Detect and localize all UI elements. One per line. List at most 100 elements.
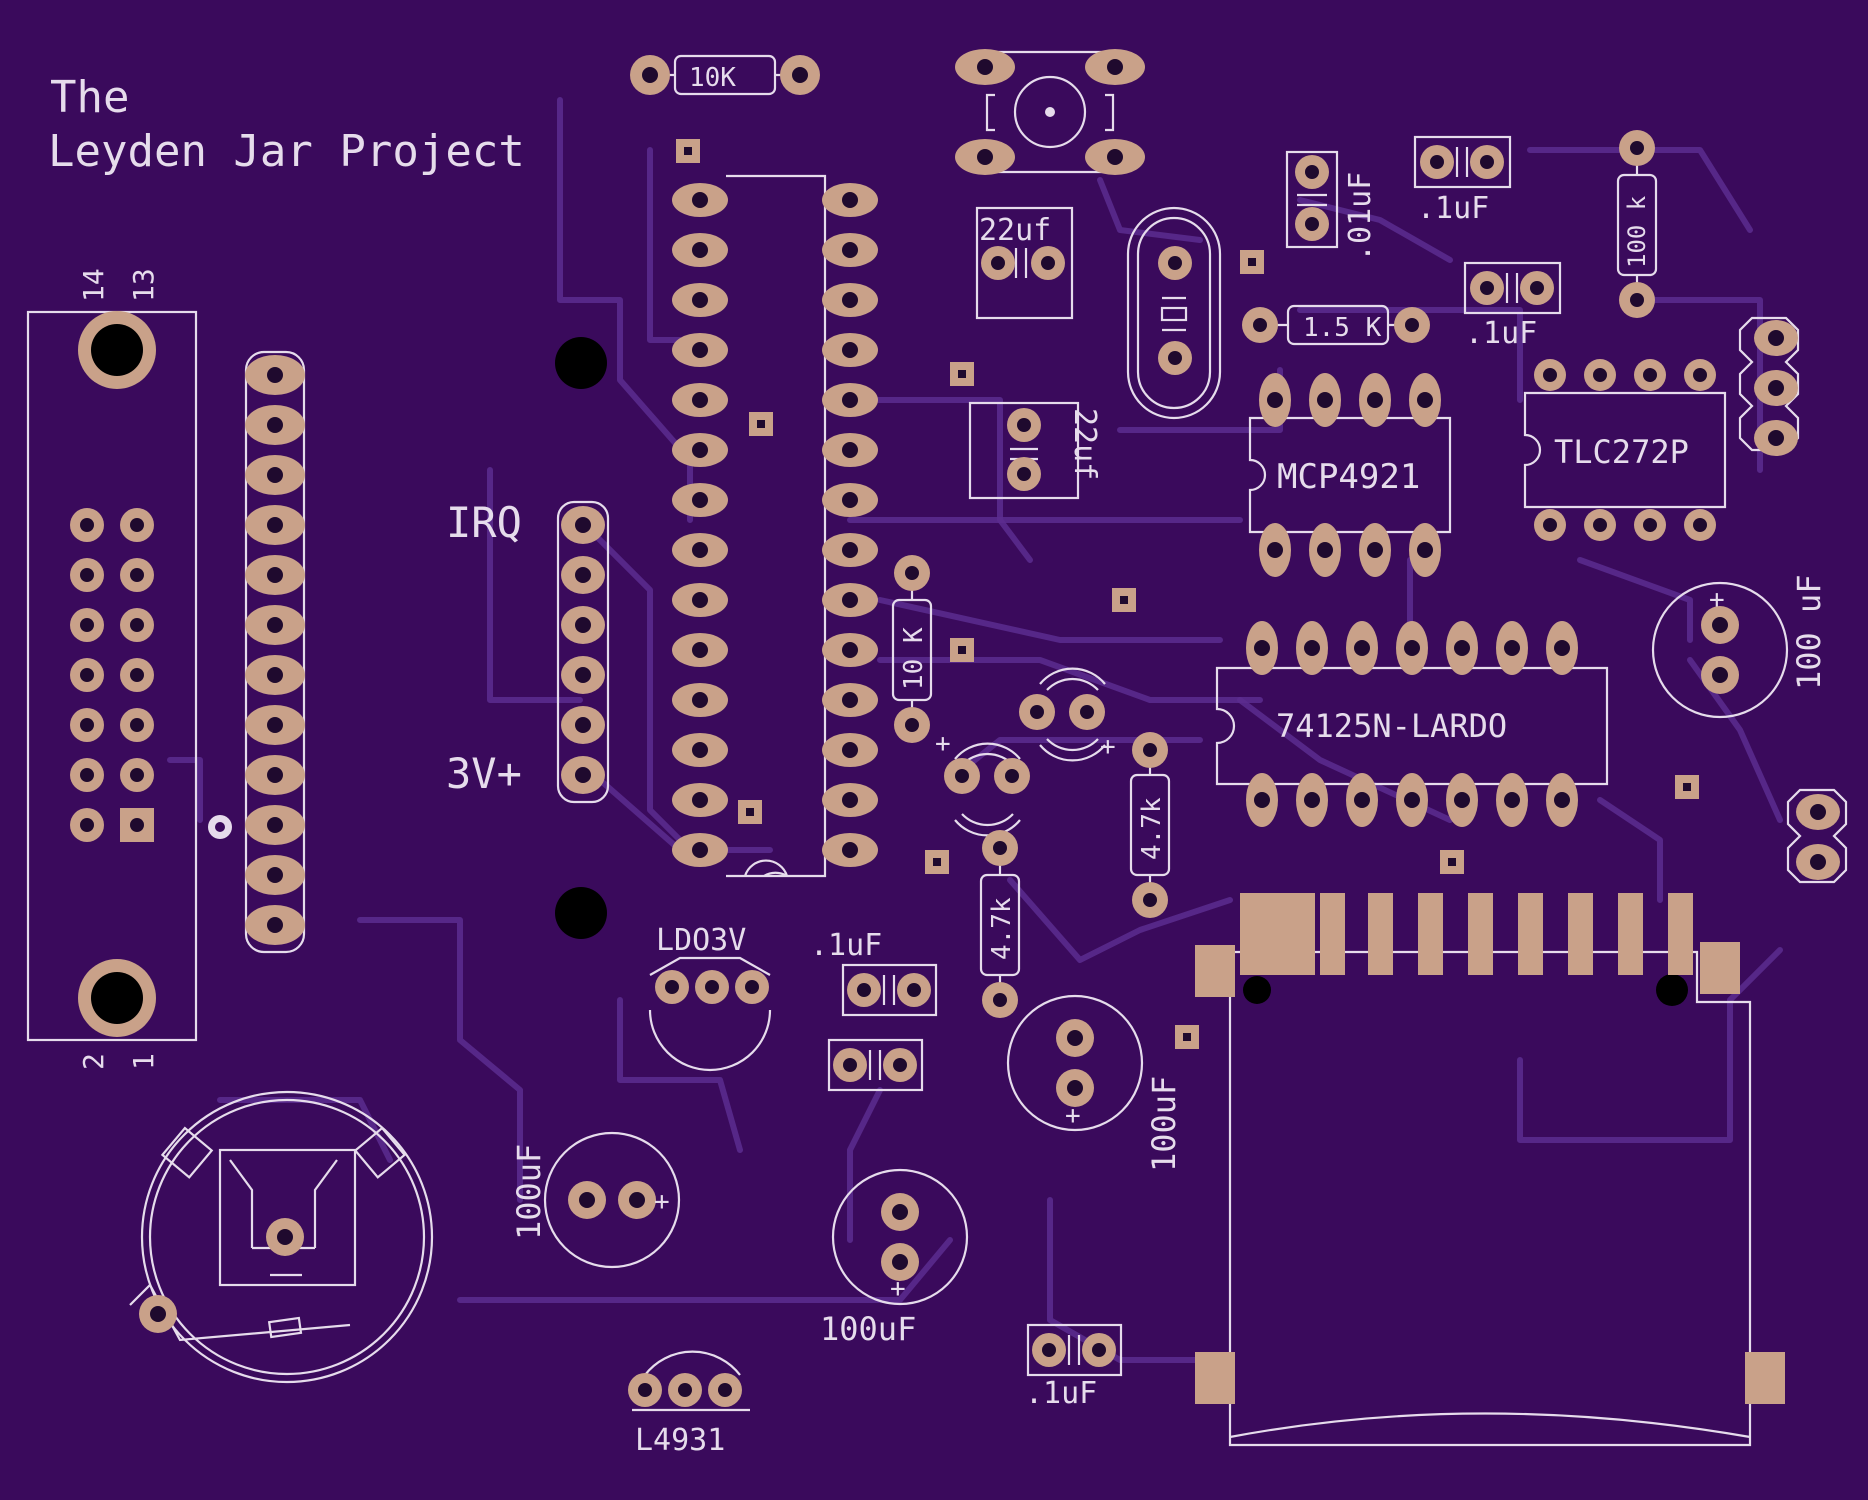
capacitor-1uf-c: .1uF xyxy=(810,928,938,1017)
label-74125n: 74125N-LARDO xyxy=(1276,707,1507,745)
dip28-pin xyxy=(672,633,728,667)
mcp4921-pin xyxy=(1409,523,1441,577)
capacitor-unlabeled xyxy=(827,1038,924,1092)
label-ldo3v: LDO3V xyxy=(656,923,746,958)
db15-connector: 14 13 2 1 xyxy=(26,268,198,1070)
capacitor-01uf: .01uF xyxy=(1285,150,1378,262)
ic-74125n: 74125N-LARDO xyxy=(1215,621,1609,827)
mcp4921-pin xyxy=(1309,523,1341,577)
db15-pin xyxy=(70,658,104,692)
label-3v: 3V+ xyxy=(446,749,522,798)
label-1uf-a: .1uF xyxy=(1417,191,1489,226)
capacitor-100uf-left: + 100uF xyxy=(510,1131,681,1269)
db15-pin xyxy=(120,508,154,542)
tlc272p-pin xyxy=(1584,359,1616,391)
label-1uf-b: .1uF xyxy=(1465,316,1537,351)
label-100k: 100 k xyxy=(1623,195,1651,268)
pin-label-1: 1 xyxy=(127,1053,160,1070)
mcp4921-pin xyxy=(1409,373,1441,427)
header12-pin xyxy=(245,455,305,495)
pin-header-6 xyxy=(556,500,610,804)
label-01uf: .01uF xyxy=(1343,172,1378,262)
ic74125-pin xyxy=(1296,621,1328,675)
header12-pin xyxy=(245,655,305,695)
ic74125-pin xyxy=(1296,773,1328,827)
dip28-microcontroller xyxy=(672,174,878,878)
db15-pin-1 xyxy=(120,808,154,842)
pin-header-3 xyxy=(1738,316,1800,456)
mcp4921-pin xyxy=(1359,523,1391,577)
pushbutton xyxy=(955,49,1145,175)
sd-contact xyxy=(1290,893,1315,975)
label-1-5k: 1.5 K xyxy=(1303,313,1382,343)
header12-pin xyxy=(245,355,305,395)
label-plus-right: + xyxy=(1709,585,1725,615)
dip28-pin xyxy=(672,533,728,567)
label-10k-mid: 10 K xyxy=(899,627,929,690)
label-irq: IRQ xyxy=(446,498,522,547)
capacitor-1uf-d: .1uF xyxy=(1025,1323,1123,1411)
resistor-1-5k: 1.5 K xyxy=(1242,304,1430,346)
sd-card-socket xyxy=(1195,893,1785,1447)
capacitor-100uf-bottom: + 100uF xyxy=(820,1168,969,1348)
mcp4921-pin xyxy=(1309,373,1341,427)
resistor-100k: 100 k xyxy=(1616,130,1658,318)
header6-pin xyxy=(561,706,605,744)
tlc272p-pin xyxy=(1634,359,1666,391)
dip28-pin xyxy=(822,533,878,567)
header12-pin xyxy=(245,605,305,645)
mounting-hole xyxy=(555,887,607,939)
header12-pin xyxy=(245,505,305,545)
ic74125-pin xyxy=(1546,773,1578,827)
header12-pin xyxy=(245,755,305,795)
dip28-pin xyxy=(822,433,878,467)
header12-pin xyxy=(245,705,305,745)
resistor-4-7k-a: 4.7k xyxy=(1129,732,1171,918)
ic-tlc272p: TLC272P xyxy=(1523,359,1727,541)
dip28-pin xyxy=(672,583,728,617)
dip28-pin xyxy=(822,783,878,817)
capacitor-22uf-b: 22uf xyxy=(968,401,1102,500)
label-plus-bottom: + xyxy=(890,1274,906,1304)
label-mcp4921: MCP4921 xyxy=(1277,457,1420,497)
dip28-pin xyxy=(822,333,878,367)
db15-pin xyxy=(120,558,154,592)
label-4-7k-b: 4.7k xyxy=(987,897,1017,960)
label-22uf-a: 22uf xyxy=(979,213,1051,248)
ic74125-pin xyxy=(1346,773,1378,827)
regulator-l4931: L4931 xyxy=(628,1350,750,1458)
header12-pin xyxy=(245,805,305,845)
sd-contact xyxy=(1568,893,1593,975)
dip28-pin xyxy=(822,733,878,767)
sd-contact xyxy=(1468,893,1493,975)
resistor-10k-top: 10K xyxy=(630,54,820,96)
battery-holder xyxy=(129,1090,434,1384)
led-b: + xyxy=(935,729,1030,837)
dip28-pin xyxy=(672,833,728,867)
header6-pin xyxy=(561,656,605,694)
dip28-pin xyxy=(672,233,728,267)
dip28-pin xyxy=(672,483,728,517)
sd-contact xyxy=(1668,893,1693,975)
label-1uf-c: .1uF xyxy=(810,928,882,963)
pin-label-14: 14 xyxy=(77,268,110,302)
ic74125-pin xyxy=(1246,773,1278,827)
dip28-pin xyxy=(672,333,728,367)
capacitor-1uf-a: .1uF xyxy=(1413,135,1512,226)
ic74125-pin xyxy=(1546,621,1578,675)
dip28-pin xyxy=(822,383,878,417)
sd-contact xyxy=(1618,893,1643,975)
tlc272p-pin xyxy=(1534,509,1566,541)
dip28-pin xyxy=(822,833,878,867)
sd-contact xyxy=(1518,893,1543,975)
mcp4921-pin xyxy=(1359,373,1391,427)
dip28-pin xyxy=(822,183,878,217)
label-plus-mid: + xyxy=(1065,1101,1081,1131)
label-22uf-b: 22uf xyxy=(1067,408,1102,480)
header6-pin xyxy=(561,606,605,644)
title-line-2: Leyden Jar Project xyxy=(48,126,525,177)
dip28-pin xyxy=(672,383,728,417)
db15-pin xyxy=(120,708,154,742)
label-100uf-bottom: 100uF xyxy=(820,1310,916,1348)
